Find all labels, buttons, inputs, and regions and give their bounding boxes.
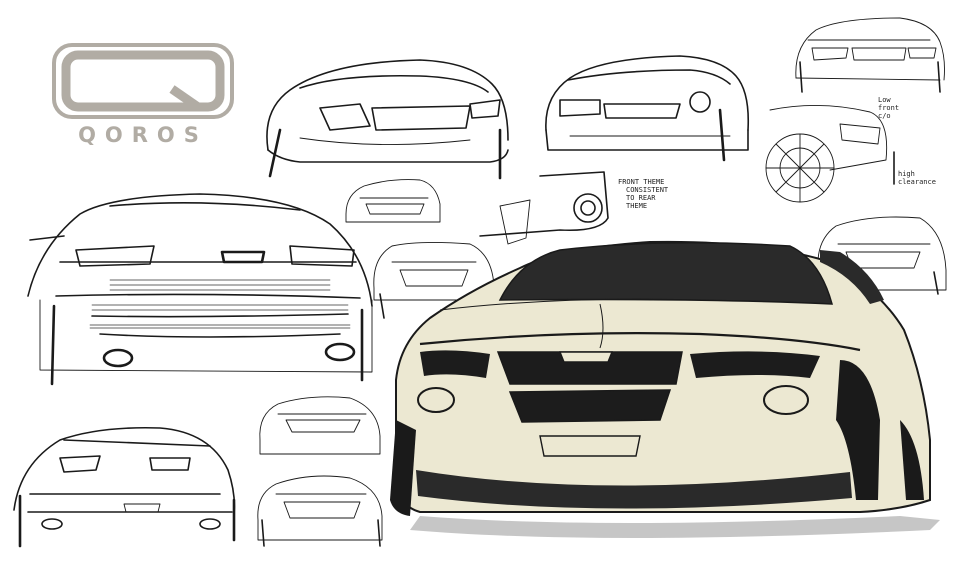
sketch-small-front-center [345, 179, 441, 223]
sketch-front-top-center [266, 59, 509, 180]
note-line: c/o [878, 112, 891, 120]
note-line: THEME [626, 202, 648, 210]
sketch-headlamp-detail [479, 171, 609, 245]
qoros-logo-mark [52, 43, 234, 119]
note-low-front: Low front c/o [878, 96, 918, 120]
note-line: high [898, 170, 915, 178]
sketch-main-rendered-front [390, 240, 940, 538]
sketch-small-front-right [817, 216, 947, 295]
note-line: clearance [898, 178, 936, 186]
sketch-rear-large-left [27, 193, 373, 386]
sketch-front-top-right [545, 55, 750, 162]
sketch-wheel-detail [765, 105, 895, 203]
sketch-front-top-far-right [795, 17, 945, 93]
sketch-rear-bottom-left [13, 426, 236, 548]
qoros-wordmark: QOROS [78, 123, 208, 147]
note-front-theme: FRONT THEME CONSISTENT TO REAR THEME [618, 178, 688, 210]
note-high-clearance: high clearance [898, 170, 948, 186]
note-line: Low [878, 96, 891, 104]
note-line: TO REAR [626, 194, 656, 202]
sketch-small-front-lower [259, 396, 381, 455]
sketch-small-front-bottom [257, 475, 383, 547]
note-line: CONSISTENT [626, 186, 669, 194]
note-line: FRONT THEME [618, 178, 665, 186]
note-line: front [878, 104, 900, 112]
